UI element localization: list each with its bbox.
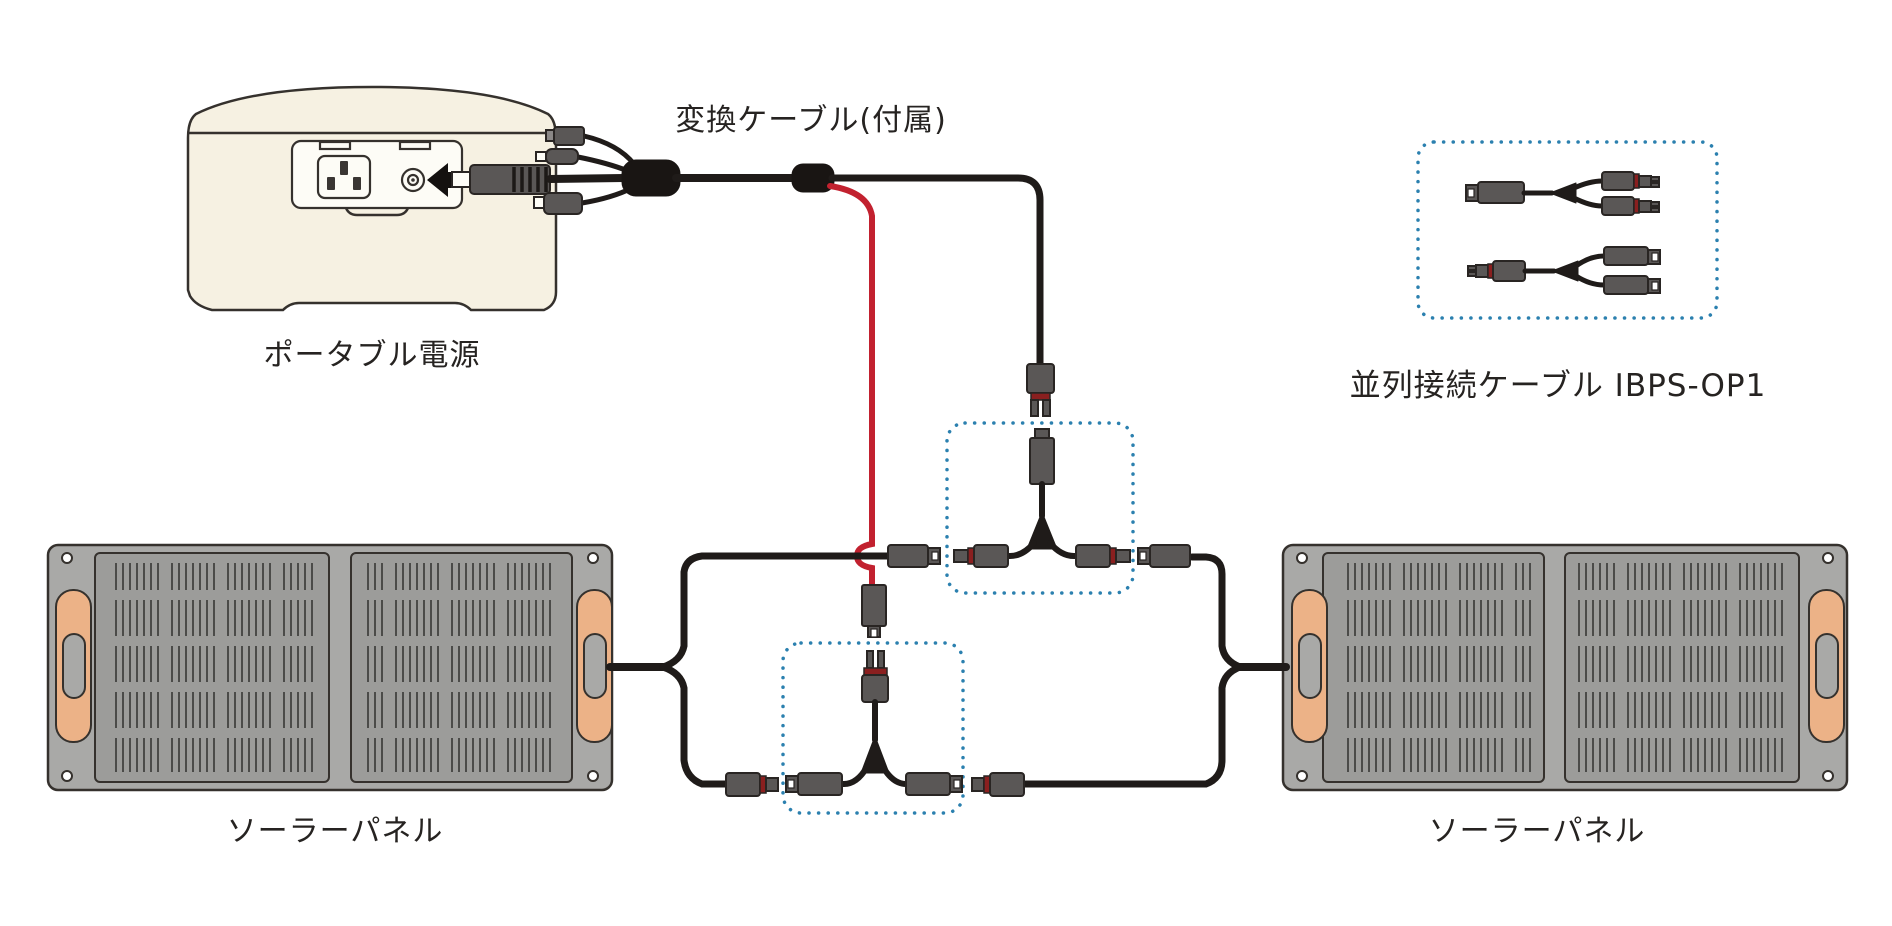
solar-panel-right: [1281, 543, 1849, 792]
mc4-female-end: [785, 772, 843, 796]
solar-panel-left-label: ソーラーパネル: [226, 814, 444, 849]
power-station-label: ポータブル電源: [263, 338, 481, 373]
parallel-cable-product-box: [1416, 140, 1719, 320]
y-cable-one-to-two-female: [1467, 246, 1661, 295]
red-cable: [827, 183, 887, 638]
panel-handle: [1291, 589, 1328, 743]
mc4-female-connector-left: [887, 544, 941, 568]
station-vent-slot: [318, 140, 352, 151]
right-panel-cable-fork: [1020, 553, 1290, 788]
parallel-cable-label: 並列接続ケーブル IBPS-OP1: [1349, 368, 1767, 404]
conversion-cable-label: 変換ケーブル(付属): [675, 103, 947, 138]
power-station: [186, 85, 558, 312]
solar-panel-right-label: ソーラーパネル: [1428, 814, 1646, 849]
upper-parallel-cable-box: [945, 421, 1135, 595]
solar-panel-left: [46, 543, 614, 792]
mc4-female-connector-right: [1137, 544, 1191, 568]
y-cable-one-to-two-male: [1465, 171, 1660, 216]
insert-arrow-icon: [427, 163, 473, 197]
spare-plug-c: [533, 192, 583, 215]
ac-inlet: [316, 154, 372, 200]
spare-plug-b: [535, 148, 579, 165]
mc4-male-connector-down: [1026, 363, 1055, 417]
panel-handle: [1808, 589, 1845, 743]
panel-handle: [55, 589, 92, 743]
mc4-female-connector-down: [861, 584, 887, 638]
mc4-male-connector-left: [725, 772, 779, 797]
spare-plug-a: [545, 126, 585, 146]
panel-handle: [576, 589, 613, 743]
y-branch-cable: [953, 428, 1131, 568]
left-panel-cable-fork: [606, 552, 892, 788]
mc4-female-end: [905, 772, 963, 796]
mc4-male-end: [1075, 544, 1131, 568]
station-vent-slot: [398, 140, 432, 151]
mc4-male-end: [953, 544, 1009, 568]
conversion-cable: [451, 126, 1055, 638]
mc4-male-connector-right: [971, 772, 1025, 797]
cable-junction-1: [621, 159, 681, 197]
lower-parallel-cable-box: [781, 641, 965, 815]
y-branch-cable: [785, 650, 963, 796]
dc-input-jack: [400, 167, 426, 193]
dc-plug: [451, 164, 551, 195]
